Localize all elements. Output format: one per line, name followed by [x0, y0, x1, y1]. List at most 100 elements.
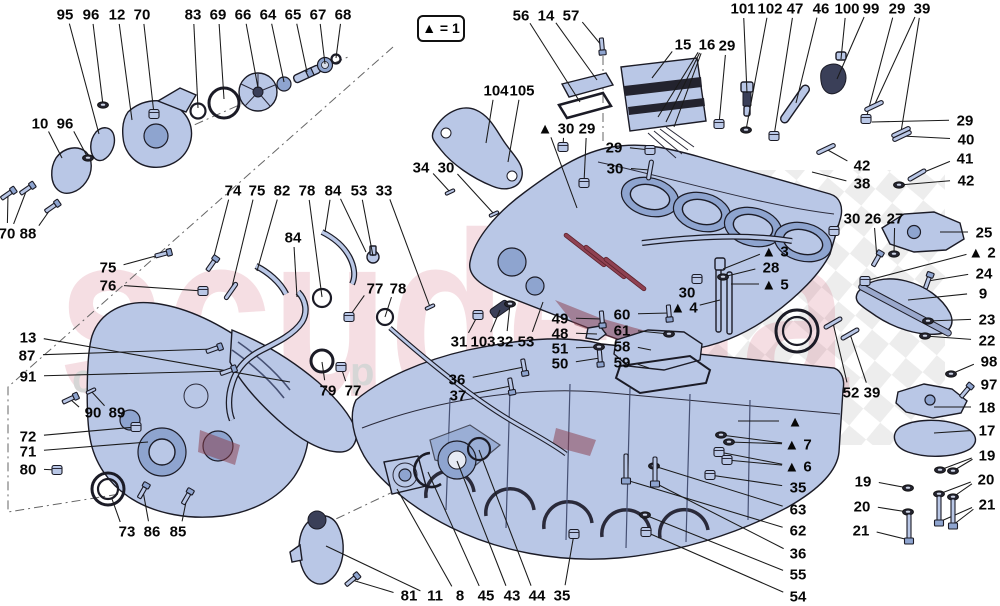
- pipe-84b: [321, 230, 356, 285]
- callout-label: 34: [413, 160, 430, 177]
- cap-glyph: [721, 454, 733, 466]
- leader-line: [575, 357, 601, 363]
- callout-label: ▲: [788, 414, 803, 431]
- leader-line: [90, 390, 105, 407]
- cover-bore-3: [183, 383, 209, 409]
- pipe-84: [227, 290, 308, 421]
- cap-glyph: [557, 141, 569, 153]
- leader-line: [654, 482, 784, 550]
- callout-label: 71: [20, 444, 37, 461]
- callout-label: 18: [979, 400, 996, 417]
- callout-label: 19: [855, 474, 872, 491]
- callout-label: 57: [563, 8, 580, 25]
- callout-label: 81: [401, 588, 418, 605]
- leader-line: [907, 293, 968, 301]
- stud-glyph: [223, 281, 239, 301]
- oring-78: [311, 287, 333, 309]
- sump-gallery-shading: [552, 428, 596, 456]
- flange-bore: [392, 462, 418, 488]
- leader-line: [581, 21, 603, 47]
- callout-label: 73: [119, 524, 136, 541]
- leader-line: [657, 52, 699, 118]
- callout-label: 47: [787, 1, 804, 18]
- washer-glyph: [717, 273, 729, 281]
- callout-label: 35: [554, 588, 571, 605]
- callout-label: 77: [345, 383, 362, 400]
- callout-label: 98: [981, 354, 998, 371]
- bearing-43-bore: [447, 450, 467, 470]
- stud-a4-2: [726, 271, 733, 335]
- bolt-glyph: [507, 377, 517, 396]
- block-front-bore-2: [525, 276, 545, 296]
- callout-label: 68: [335, 7, 352, 24]
- callout-label: 88: [20, 226, 37, 243]
- leader-line: [118, 23, 133, 121]
- cap-glyph: [148, 108, 160, 120]
- callout-label: 30: [607, 161, 624, 178]
- leader-line: [457, 173, 495, 215]
- gasket-56: [557, 91, 613, 120]
- leader-line: [507, 99, 520, 163]
- leader-line: [924, 335, 972, 340]
- leader-line: [728, 441, 783, 445]
- leader-line: [726, 459, 783, 466]
- cap-glyph: [644, 144, 656, 156]
- callout-label: 65: [285, 7, 302, 24]
- bolt-glyph: [205, 342, 224, 354]
- cooler-fins: [647, 126, 695, 159]
- impeller: [238, 72, 278, 112]
- pump-inlet-bore: [143, 123, 169, 149]
- leader-line: [900, 17, 920, 133]
- callout-label: 10: [32, 116, 49, 133]
- leader-line: [898, 180, 951, 186]
- mount-25-hole: [906, 224, 922, 240]
- leader-line: [361, 199, 374, 257]
- leader-line: [427, 471, 480, 587]
- leader-line: [673, 53, 702, 128]
- sump-outline: [351, 338, 845, 560]
- bearing-set: [383, 436, 492, 495]
- callout-label: 27: [887, 211, 904, 228]
- bracket-hole-1: [440, 127, 452, 139]
- callout-label: 54: [790, 589, 807, 606]
- bolt-glyph: [598, 310, 607, 329]
- leader-line: [575, 332, 598, 335]
- leader-line: [637, 346, 652, 351]
- bolt-glyph: [871, 249, 885, 268]
- callout-label: 29: [957, 113, 974, 130]
- leader-line: [111, 498, 121, 523]
- callout-label: 69: [210, 7, 227, 24]
- leader-line: [722, 253, 761, 270]
- leader-line: [709, 474, 783, 487]
- leader-line: [325, 545, 421, 592]
- boltv-glyph: [903, 513, 915, 545]
- bolt-glyph: [596, 349, 605, 368]
- callout-label: 21: [979, 497, 996, 514]
- leader-line: [218, 23, 225, 100]
- callout-label: 87: [19, 348, 36, 365]
- callout-label: 64: [260, 7, 277, 24]
- bolt-glyph: [137, 481, 151, 500]
- callout-label: 29: [606, 140, 623, 157]
- callout-label: 30: [679, 285, 696, 302]
- bolt-glyph: [154, 247, 173, 259]
- callout-label: 96: [83, 7, 100, 24]
- callout-label: 99: [863, 1, 880, 18]
- washer-glyph: [893, 181, 905, 189]
- callout-label: 75: [249, 183, 266, 200]
- callout-label: 12: [109, 7, 126, 24]
- leader-line: [456, 460, 507, 586]
- callout-label: 77: [367, 281, 384, 298]
- leader-line: [319, 23, 326, 65]
- large-oring-69: [207, 86, 241, 120]
- washer-glyph: [82, 154, 94, 162]
- mount-17: [893, 419, 977, 457]
- callout-label: 75: [100, 260, 117, 277]
- leader-line: [637, 312, 670, 315]
- callout-label: 30: [558, 121, 575, 138]
- callout-label: 36: [449, 372, 466, 389]
- legend: ▲ = 1: [417, 15, 465, 42]
- callout-label: 20: [854, 499, 871, 516]
- callout-label: 60: [614, 307, 631, 324]
